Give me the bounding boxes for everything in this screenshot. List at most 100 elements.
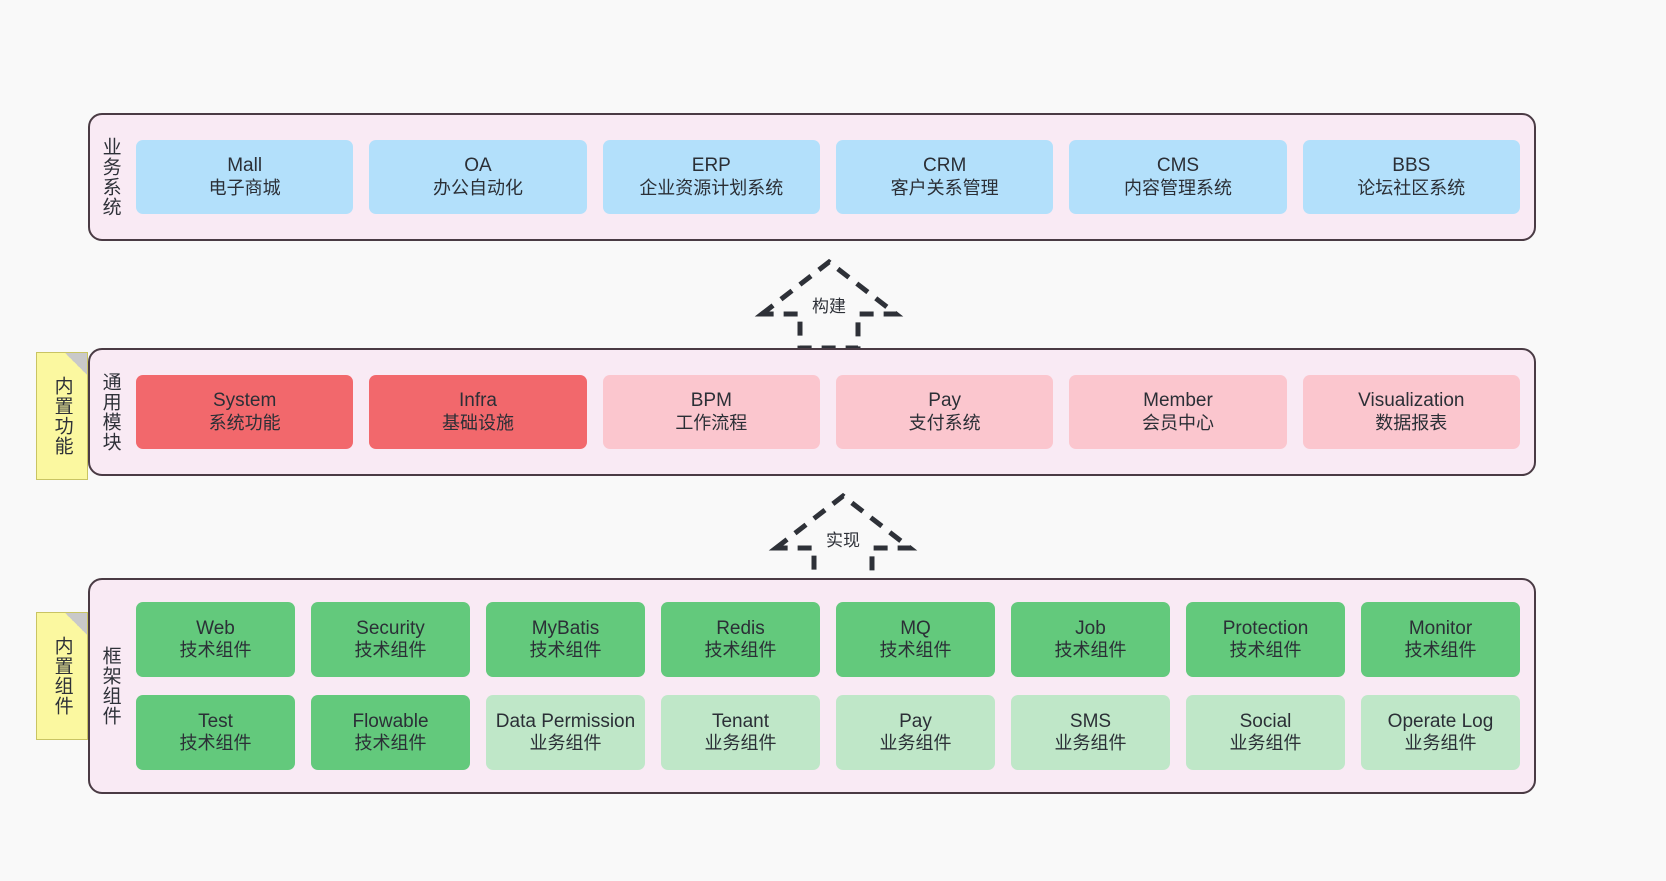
layer-framework-component[interactable]: 框架组件 Web 技术组件 Security 技术组件 MyBatis 技术组件… <box>88 578 1536 794</box>
node-cn-label: 办公自动化 <box>432 177 523 198</box>
node-mall[interactable]: Mall 电子商城 <box>136 140 354 214</box>
node-en-label: BBS <box>1392 155 1431 177</box>
node-en-label: MyBatis <box>531 617 600 639</box>
node-visualization[interactable]: Visualization 数据报表 <box>1302 375 1520 449</box>
node-web[interactable]: Web 技术组件 <box>136 602 295 677</box>
node-crm[interactable]: CRM 客户关系管理 <box>835 140 1054 214</box>
node-cn-label: 技术组件 <box>354 733 427 754</box>
node-cn-label: 技术组件 <box>704 640 777 661</box>
node-en-label: Protection <box>1222 617 1309 639</box>
node-cn-label: 基础设施 <box>441 412 514 433</box>
node-data-permission[interactable]: Data Permission 业务组件 <box>486 695 645 770</box>
node-pay-component[interactable]: Pay 业务组件 <box>836 695 995 770</box>
node-flowable[interactable]: Flowable 技术组件 <box>311 695 470 770</box>
node-mybatis[interactable]: MyBatis 技术组件 <box>486 602 645 677</box>
node-en-label: CRM <box>923 155 967 177</box>
node-cn-label: 技术组件 <box>1229 640 1302 661</box>
note-builtin-component[interactable]: 内置组件 <box>36 612 88 740</box>
node-system[interactable]: System 系统功能 <box>136 375 354 449</box>
connector-label: 实现 <box>826 531 860 550</box>
node-en-label: Redis <box>716 617 765 639</box>
node-row: Mall 电子商城 OA 办公自动化 ERP 企业资源计划系统 CRM 客户关系… <box>136 140 1520 214</box>
node-bbs[interactable]: BBS 论坛社区系统 <box>1302 140 1520 214</box>
node-security[interactable]: Security 技术组件 <box>311 602 470 677</box>
node-en-label: Infra <box>458 390 497 412</box>
node-pay-module[interactable]: Pay 支付系统 <box>835 375 1054 449</box>
layer-body-frame: Web 技术组件 Security 技术组件 MyBatis 技术组件 Redi… <box>130 580 1534 792</box>
node-en-label: Mall <box>227 155 263 177</box>
node-redis[interactable]: Redis 技术组件 <box>661 602 820 677</box>
layer-title-business: 业务系统 <box>99 137 121 217</box>
layer-title-frame: 框架组件 <box>99 646 121 726</box>
dashed-hollow-arrow-up-icon <box>754 258 904 351</box>
node-cn-label: 业务组件 <box>1054 733 1127 754</box>
node-tenant[interactable]: Tenant 业务组件 <box>661 695 820 770</box>
node-en-label: Security <box>356 617 425 639</box>
node-en-label: OA <box>464 155 492 177</box>
node-job[interactable]: Job 技术组件 <box>1011 602 1170 677</box>
node-en-label: Member <box>1143 390 1213 412</box>
node-protection[interactable]: Protection 技术组件 <box>1186 602 1345 677</box>
node-en-label: SMS <box>1069 710 1112 732</box>
node-cn-label: 企业资源计划系统 <box>639 177 784 198</box>
node-cn-label: 客户关系管理 <box>890 177 999 198</box>
connector-label: 构建 <box>812 297 846 316</box>
node-infra[interactable]: Infra 基础设施 <box>369 375 587 449</box>
node-cn-label: 业务组件 <box>704 733 777 754</box>
note-fold-corner-icon <box>65 613 87 635</box>
node-en-label: Pay <box>928 390 962 412</box>
connector-implement[interactable]: 实现 <box>768 492 918 585</box>
note-label: 内置组件 <box>51 636 73 716</box>
node-cn-label: 业务组件 <box>529 733 602 754</box>
note-fold-corner-icon <box>65 353 87 375</box>
node-operate-log[interactable]: Operate Log 业务组件 <box>1361 695 1520 770</box>
node-en-label: Job <box>1075 617 1106 639</box>
node-en-label: Tenant <box>711 710 770 732</box>
node-test[interactable]: Test 技术组件 <box>136 695 295 770</box>
node-oa[interactable]: OA 办公自动化 <box>369 140 587 214</box>
node-cn-label: 技术组件 <box>529 640 602 661</box>
node-cn-label: 业务组件 <box>1404 733 1477 754</box>
node-cn-label: 内容管理系统 <box>1123 177 1232 198</box>
node-cn-label: 技术组件 <box>1054 640 1127 661</box>
node-cn-label: 技术组件 <box>179 733 252 754</box>
node-bpm[interactable]: BPM 工作流程 <box>602 375 820 449</box>
layer-common-module[interactable]: 通用模块 System 系统功能 Infra 基础设施 BPM 工作流程 Pay… <box>88 348 1536 476</box>
node-en-label: Web <box>196 617 235 639</box>
node-en-label: ERP <box>691 155 731 177</box>
node-member[interactable]: Member 会员中心 <box>1069 375 1287 449</box>
layer-business-system[interactable]: 业务系统 Mall 电子商城 OA 办公自动化 ERP 企业资源计划系统 CRM… <box>88 113 1536 241</box>
node-en-label: Pay <box>899 710 932 732</box>
node-social[interactable]: Social 业务组件 <box>1186 695 1345 770</box>
node-en-label: Monitor <box>1408 617 1473 639</box>
node-cn-label: 支付系统 <box>908 412 981 433</box>
node-row: Web 技术组件 Security 技术组件 MyBatis 技术组件 Redi… <box>136 602 1520 677</box>
node-cn-label: 工作流程 <box>675 412 748 433</box>
node-cn-label: 会员中心 <box>1141 412 1214 433</box>
node-mq[interactable]: MQ 技术组件 <box>836 602 995 677</box>
node-en-label: Test <box>198 710 233 732</box>
connector-build[interactable]: 构建 <box>754 258 904 351</box>
dashed-hollow-arrow-up-icon <box>768 492 918 585</box>
node-en-label: Data Permission <box>495 710 636 732</box>
node-cn-label: 技术组件 <box>879 640 952 661</box>
node-cn-label: 系统功能 <box>208 412 281 433</box>
node-cn-label: 业务组件 <box>879 733 952 754</box>
note-label: 内置功能 <box>51 376 73 456</box>
node-cn-label: 技术组件 <box>179 640 252 661</box>
node-en-label: Flowable <box>352 710 429 732</box>
layer-title-common: 通用模块 <box>99 372 121 452</box>
layer-body-business: Mall 电子商城 OA 办公自动化 ERP 企业资源计划系统 CRM 客户关系… <box>130 115 1534 239</box>
note-builtin-function[interactable]: 内置功能 <box>36 352 88 480</box>
node-cn-label: 业务组件 <box>1229 733 1302 754</box>
node-monitor[interactable]: Monitor 技术组件 <box>1361 602 1520 677</box>
node-sms[interactable]: SMS 业务组件 <box>1011 695 1170 770</box>
node-cn-label: 数据报表 <box>1375 412 1448 433</box>
node-row: Test 技术组件 Flowable 技术组件 Data Permission … <box>136 695 1520 770</box>
node-cms[interactable]: CMS 内容管理系统 <box>1069 140 1287 214</box>
node-cn-label: 技术组件 <box>354 640 427 661</box>
node-en-label: MQ <box>900 617 931 639</box>
node-erp[interactable]: ERP 企业资源计划系统 <box>602 140 820 214</box>
node-cn-label: 论坛社区系统 <box>1357 177 1466 198</box>
layer-body-common: System 系统功能 Infra 基础设施 BPM 工作流程 Pay 支付系统… <box>130 350 1534 474</box>
